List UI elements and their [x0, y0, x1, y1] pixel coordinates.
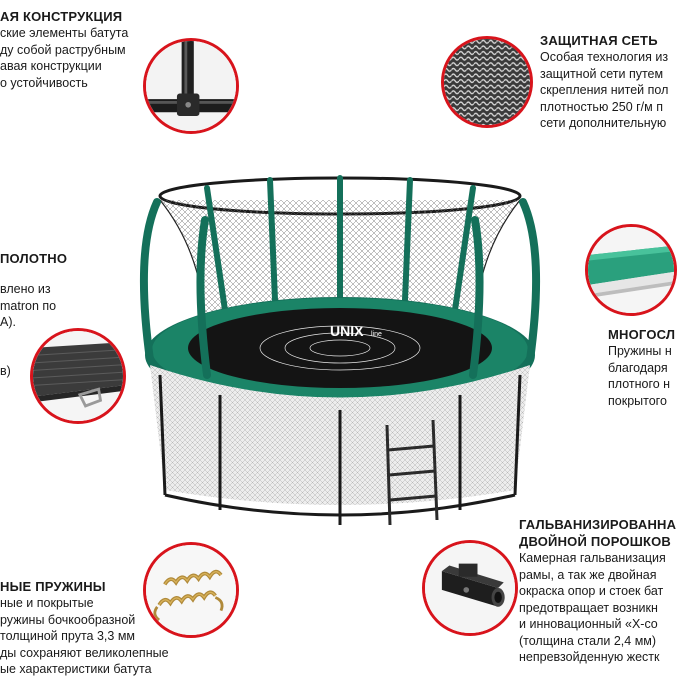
feature-pad-line: покрытого [608, 393, 667, 408]
feature-springs-line: ные и покрытые [0, 596, 94, 610]
feature-galvanized-line: непревзойденную жестк [519, 650, 660, 664]
feature-galvanized-line: рамы, а так же двойная [519, 567, 657, 582]
feature-springs-title: НЫЕ ПРУЖИНЫ [0, 579, 106, 594]
feature-frame-line: о устойчивость [0, 75, 88, 90]
feature-springs-line: ые характеристики батута [0, 662, 152, 676]
feature-galvanized-line: окраска опор и стоек бат [519, 584, 664, 598]
feature-pad-line: Пружины н [608, 344, 672, 358]
feature-net-line: плотностью 250 г/м п [540, 99, 663, 114]
feature-springs-line: ружины бочкообразной [0, 612, 136, 627]
feature-net-title: ЗАЩИТНАЯ СЕТЬ [540, 33, 658, 48]
x-connector-icon [422, 540, 518, 636]
springs-icon [143, 542, 239, 638]
feature-springs: НЫЕ ПРУЖИНЫ ные и покрытые ружины бочкоо… [0, 578, 169, 678]
feature-galvanized-title: ДВОЙНОЙ ПОРОШКОВ [519, 534, 672, 549]
feature-mat-line: в) [0, 363, 11, 378]
feature-springs-line: ды сохраняют великолепные [0, 645, 169, 660]
feature-net: ЗАЩИТНАЯ СЕТЬ Особая технология из защит… [540, 32, 668, 132]
feature-mat-line: влено из [0, 282, 51, 296]
feature-net-line: скрепления нитей пол [540, 83, 669, 97]
feature-springs-line: толщиной прута 3,3 мм [0, 629, 136, 643]
feature-galvanized-line: Камерная гальванизация [519, 551, 666, 565]
feature-galvanized-title: ГАЛЬВАНИЗИРОВАННА [519, 517, 677, 532]
trampoline-illustration: UNIX line [139, 175, 541, 526]
feature-pad: МНОГОСЛ Пружины н благодаря плотного н п… [608, 326, 675, 409]
feature-mat-line: matron по [0, 298, 57, 313]
feature-galvanized: ГАЛЬВАНИЗИРОВАННА ДВОЙНОЙ ПОРОШКОВ Камер… [519, 516, 676, 666]
frame-joint-icon [143, 38, 239, 134]
feature-frame-title: АЯ КОНСТРУКЦИЯ [0, 9, 123, 24]
feature-galvanized-line: предотвращает возникн [519, 600, 658, 615]
logo-text: UNIX [330, 323, 364, 339]
feature-pad-title: МНОГОСЛ [608, 327, 676, 342]
feature-mat-line: A). [0, 315, 16, 329]
protective-pad-icon [585, 224, 677, 316]
feature-net-line: сети дополнительную [540, 116, 667, 130]
feature-frame-line: ду собой раструбным [0, 42, 126, 57]
jumping-mat-icon [30, 328, 126, 424]
feature-frame: АЯ КОНСТРУКЦИЯ ские элементы батута ду с… [0, 8, 128, 91]
spacer [0, 267, 67, 281]
feature-frame-line: ские элементы батута [0, 26, 129, 40]
feature-frame-line: авая конструкции [0, 59, 102, 73]
logo-sub: line [371, 331, 382, 338]
feature-pad-line: благодаря [608, 360, 668, 375]
feature-mat-title: ПОЛОТНО [0, 251, 68, 266]
feature-net-line: Особая технология из [540, 50, 669, 64]
feature-galvanized-line: (толщина стали 2,4 мм) [519, 633, 657, 648]
feature-pad-line: плотного н [608, 377, 671, 391]
feature-net-line: защитной сети путем [540, 66, 664, 81]
safety-net-icon [441, 36, 533, 128]
feature-mat: ПОЛОТНО влено из matron по A). в) [0, 250, 67, 379]
feature-galvanized-line: и инновационный «X-co [519, 617, 658, 631]
